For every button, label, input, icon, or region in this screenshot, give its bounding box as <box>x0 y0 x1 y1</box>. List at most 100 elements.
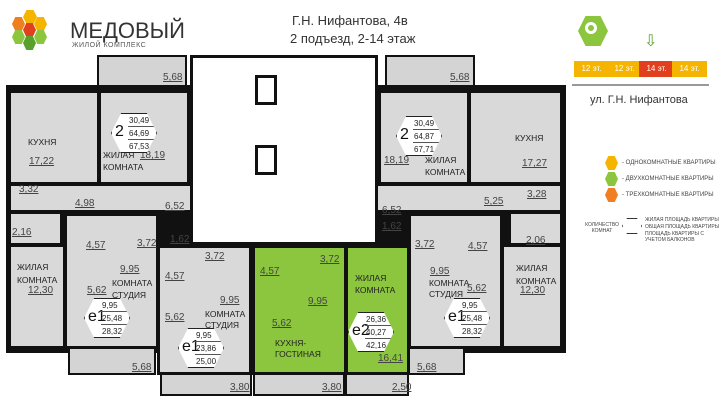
address: Г.Н. Нифантова, 4в <box>292 13 408 28</box>
room-label-studio: СТУДИЯ <box>112 290 147 300</box>
area-balcony: 3,80 <box>322 382 342 393</box>
kitchen <box>468 90 563 185</box>
balcony <box>97 55 187 87</box>
entrance-floors: 2 подъезд, 2-14 этаж <box>290 31 416 46</box>
room-label-studio: КОМНАТА <box>112 278 153 288</box>
area-bath: 2,16 <box>12 227 32 238</box>
legend-rooms-count: КОЛИЧЕСТВО КОМНАТ <box>585 222 619 234</box>
area-kitchen: 5,62 <box>467 283 487 294</box>
area-wc: 4,57 <box>86 240 106 251</box>
area-hall: 3,72 <box>415 239 435 250</box>
room-label-kitchen: КУХНЯ <box>28 137 57 147</box>
room-label-living: ЖИЛАЯ <box>17 262 49 272</box>
room-label-studio: СТУДИЯ <box>429 289 464 299</box>
floor-option[interactable]: 14 эт. <box>672 61 707 77</box>
area-kitchen: 5,62 <box>87 285 107 296</box>
area-living: 16,41 <box>378 353 404 364</box>
legend-total: ОБЩАЯ ПЛОЩАДЬ КВАРТИРЫ <box>645 224 720 230</box>
one-room-hex-icon <box>605 156 618 170</box>
area-studio: 9,95 <box>120 264 140 275</box>
search-badge-icon <box>578 16 608 46</box>
area-studio: 9,95 <box>430 266 450 277</box>
area-balcony: 5,68 <box>450 72 470 83</box>
two-room-hex-icon <box>605 172 618 186</box>
room-label-studio: КОМНАТА <box>429 278 470 288</box>
area-balcony: 5,68 <box>132 362 152 373</box>
area-balcony: 3,80 <box>230 382 250 393</box>
living-room <box>501 244 563 349</box>
area-corridor: 1,62 <box>170 234 190 245</box>
legend-with-balcony: ПЛОЩАДЬ КВАРТИРЫ С УЧЕТОМ БАЛКОНОВ <box>645 231 704 243</box>
area-hall: 3,72 <box>320 254 340 265</box>
room-label-studio: КОМНАТА <box>205 309 246 319</box>
floor-option[interactable]: 12 эт. <box>574 61 609 77</box>
brand-name: МЕДОВЫЙ <box>70 18 185 43</box>
area-corridor: 9,95 <box>308 296 328 307</box>
area-kitchen: 17,22 <box>29 156 55 167</box>
living-room <box>345 245 410 375</box>
area-living: 18,19 <box>384 155 410 166</box>
brand-subtitle: жилой комплекс <box>72 42 147 49</box>
room-label-living: ЖИЛАЯ <box>516 263 548 273</box>
area-hall: 3,72 <box>205 251 225 262</box>
bathroom <box>508 211 563 246</box>
logo-icon <box>10 10 50 50</box>
area-kitchen: 5,62 <box>165 312 185 323</box>
area-wc: 3,32 <box>19 184 39 195</box>
room-label-living: ЖИЛАЯ <box>355 273 387 283</box>
bathroom <box>8 211 63 246</box>
area-wc: 4,57 <box>165 271 185 282</box>
balcony <box>253 372 345 396</box>
room-label-living: КОМНАТА <box>425 167 466 177</box>
area-kitchen: 5,62 <box>272 318 292 329</box>
room-label-living: КОМНАТА <box>17 275 58 285</box>
hallway <box>8 183 198 213</box>
street-name: ул. Г.Н. Нифантова <box>590 94 688 106</box>
apartment-two-room <box>252 245 347 375</box>
area-living: 12,30 <box>520 285 546 296</box>
floor-option-selected[interactable]: 14 эт. <box>639 61 674 77</box>
area-hall: 3,72 <box>137 238 157 249</box>
room-label-living: КОМНАТА <box>103 162 144 172</box>
area-bath: 2,06 <box>526 235 546 246</box>
area-kitchen: 17,27 <box>522 158 548 169</box>
area-studio: 9,95 <box>220 295 240 306</box>
elevator <box>255 145 277 175</box>
elevator <box>255 75 277 105</box>
three-room-hex-icon <box>605 188 618 202</box>
room-label-living: ЖИЛАЯ <box>103 150 135 160</box>
legend-one-room: - ОДНОКОМНАТНЫЕ КВАРТИРЫ <box>622 160 716 166</box>
hallway <box>375 183 563 213</box>
area-balcony: 2,50 <box>392 382 412 393</box>
area-living: 12,30 <box>28 285 54 296</box>
area-balcony: 5,68 <box>163 72 183 83</box>
legend-living: ЖИЛАЯ ПЛОЩАДЬ КВАРТИРЫ <box>645 217 719 223</box>
room-label-studio: СТУДИЯ <box>205 320 240 330</box>
area-hall: 5,25 <box>484 196 504 207</box>
stairwell <box>190 55 378 245</box>
room-label-living: КОМНАТА <box>516 276 557 286</box>
room-label-kitchen-living: ГОСТИНАЯ <box>275 349 321 359</box>
legend-three-room: - ТРЕХКОМНАТНЫЕ КВАРТИРЫ <box>622 192 714 198</box>
area-corridor: 1,62 <box>382 221 402 232</box>
arrow-down-icon: ⇩ <box>644 33 658 50</box>
legend-badge-icon <box>622 218 642 234</box>
floor-option[interactable]: 12 эт. <box>607 61 642 77</box>
room-label-living: ЖИЛАЯ <box>425 155 457 165</box>
area-wc: 3,28 <box>527 189 547 200</box>
area-living: 18,19 <box>140 150 166 161</box>
divider <box>572 84 709 86</box>
area-wc: 4,57 <box>260 266 280 277</box>
room-label-living: КОМНАТА <box>355 285 396 295</box>
room-label-kitchen: КУХНЯ <box>515 133 544 143</box>
area-hall: 4,98 <box>75 198 95 209</box>
living-room <box>8 244 66 349</box>
area-balcony: 5,68 <box>417 362 437 373</box>
area-corridor: 6,52 <box>165 201 185 212</box>
